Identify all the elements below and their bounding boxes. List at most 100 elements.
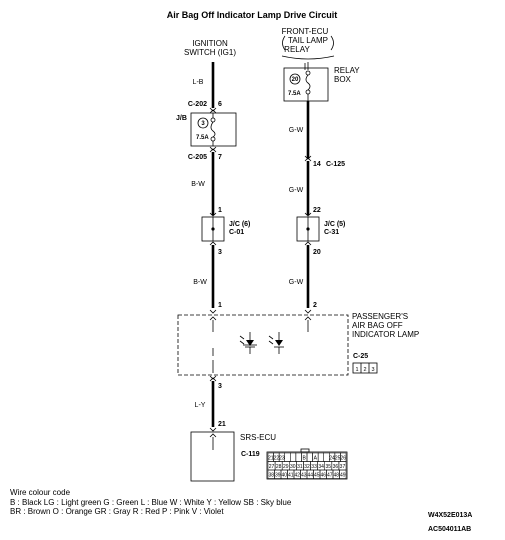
relay-box-fuse-number-circle <box>289 73 301 85</box>
front-ecu-bracket-left <box>282 35 286 51</box>
wire-left-top-color: L-B <box>193 79 204 86</box>
legend-heading: Wire colour code <box>10 488 71 497</box>
ignition-switch-label-line1: IGNITION <box>192 39 228 48</box>
connector-chevron <box>209 107 217 112</box>
srs-connector-cell <box>339 469 347 479</box>
srs-connector-pin: 36 <box>333 464 339 470</box>
srs-connector-pin: 29 <box>283 464 289 470</box>
srs-connector-pin: 35 <box>325 464 331 470</box>
srs-connector-pin: 49 <box>340 472 346 478</box>
jc6-label: J/C (6) <box>229 221 250 228</box>
fuse-terminal <box>305 89 311 95</box>
srs-connector-pin: 33 <box>311 464 317 470</box>
jb-connector-out: C-205 <box>188 154 207 161</box>
jc6-pin-bottom: 3 <box>218 249 222 256</box>
jb-fuse-number: 3 <box>201 121 205 127</box>
srs-connector: C-119 <box>241 451 260 458</box>
srs-label: SRS-ECU <box>240 433 276 442</box>
led-icon <box>246 340 254 346</box>
srs-connector-pin: 48 <box>333 472 339 478</box>
jc5-connector: C-31 <box>324 229 339 236</box>
connector-chevron <box>209 375 217 380</box>
srs-connector-latch <box>300 448 310 453</box>
srs-connector-pin: 44 <box>307 472 313 478</box>
relay-box <box>283 67 329 102</box>
connector-chevron <box>304 155 312 160</box>
lamp-pin-left: 1 <box>218 302 222 309</box>
jb-pin-in: 6 <box>218 101 222 108</box>
fuse-terminal <box>305 70 311 76</box>
jc5-junction-dot <box>306 227 310 231</box>
c125-connector: C-125 <box>326 161 345 168</box>
wire-left-low-color: B-W <box>193 279 207 286</box>
srs-connector-pin: 25 <box>335 455 341 461</box>
led-light-arrow <box>268 340 274 345</box>
srs-connector-pin: 41 <box>288 472 294 478</box>
srs-connector-pin: 23 <box>279 455 285 461</box>
srs-connector-pin: 22 <box>274 455 280 461</box>
lamp-pin-out: 3 <box>218 383 222 390</box>
led-icon <box>275 340 283 346</box>
jc6-connector: C-01 <box>229 229 244 236</box>
jc5-label: J/C (5) <box>324 221 345 228</box>
srs-connector-pin: 34 <box>318 464 324 470</box>
srs-connector-cell <box>284 452 291 462</box>
figure-code-1: W4X52E013A <box>428 512 473 519</box>
wire-right-top-color: G-W <box>289 127 304 134</box>
jc5-pin-bottom: 20 <box>313 249 321 256</box>
relay-box-label-line1: RELAY <box>334 66 360 75</box>
lamp-connector-pin: 3 <box>371 367 374 373</box>
led-light-arrow <box>239 340 245 345</box>
connector-chevron <box>209 427 217 432</box>
ignition-switch-label-line2: SWITCH (IG1) <box>184 48 236 57</box>
connector-chevron <box>209 212 217 217</box>
srs-connector-pin: B <box>303 455 307 461</box>
relay-box-fuse-symbol <box>305 74 311 91</box>
srs-connector-pin: 39 <box>275 472 281 478</box>
front-ecu-label-line1: FRONT-ECU <box>282 27 329 36</box>
srs-connector-pin: 26 <box>340 455 346 461</box>
srs-connector-pin: 32 <box>304 464 310 470</box>
srs-connector-pin: 45 <box>314 472 320 478</box>
connector-chevron <box>304 309 312 314</box>
srs-connector-pin: 31 <box>297 464 303 470</box>
connector-chevron <box>304 241 312 246</box>
lamp-unit-box <box>177 314 349 376</box>
led-light-arrow <box>239 335 245 340</box>
jb-connector-in: C-202 <box>188 101 207 108</box>
connector-chevron <box>304 157 312 162</box>
front-ecu-bracket-right <box>330 35 334 51</box>
jb-label: J/B <box>176 115 187 122</box>
jb-fuse-symbol <box>210 121 216 138</box>
connector-chevron <box>209 377 217 382</box>
srs-connector-cell <box>306 452 313 462</box>
srs-connector-pin: 28 <box>276 464 282 470</box>
c125-pin: 14 <box>313 161 321 168</box>
lamp-label-line3: INDICATOR LAMP <box>352 330 419 339</box>
srs-ecu-box <box>190 431 235 482</box>
jc6-junction-dot <box>211 227 215 231</box>
lamp-connector-pin: 2 <box>363 367 366 373</box>
srs-connector-pin: 37 <box>340 464 346 470</box>
connector-chevron <box>209 146 217 151</box>
srs-connector-pin: 27 <box>269 464 275 470</box>
wire-left-mid-color: B-W <box>191 181 205 188</box>
relay-box-label-line2: BOX <box>334 75 352 84</box>
srs-connector-pin: 30 <box>290 464 296 470</box>
connector-chevron <box>209 109 217 114</box>
front-ecu-label-line3: RELAY <box>284 45 310 54</box>
srs-connector-pin: 46 <box>320 472 326 478</box>
lamp-label-line1: PASSENGER'S <box>352 312 408 321</box>
connector-chevron <box>209 148 217 153</box>
connector-chevron <box>209 309 217 314</box>
srs-connector-pin: 42 <box>294 472 300 478</box>
connector-chevron <box>304 212 312 217</box>
front-ecu-bracket-bottom <box>281 55 335 60</box>
srs-connector-pin: 38 <box>268 472 274 478</box>
connector-chevron <box>304 316 312 321</box>
srs-connector-cell <box>290 452 297 462</box>
jb-pin-out: 7 <box>218 154 222 161</box>
lamp-pin-right: 2 <box>313 302 317 309</box>
